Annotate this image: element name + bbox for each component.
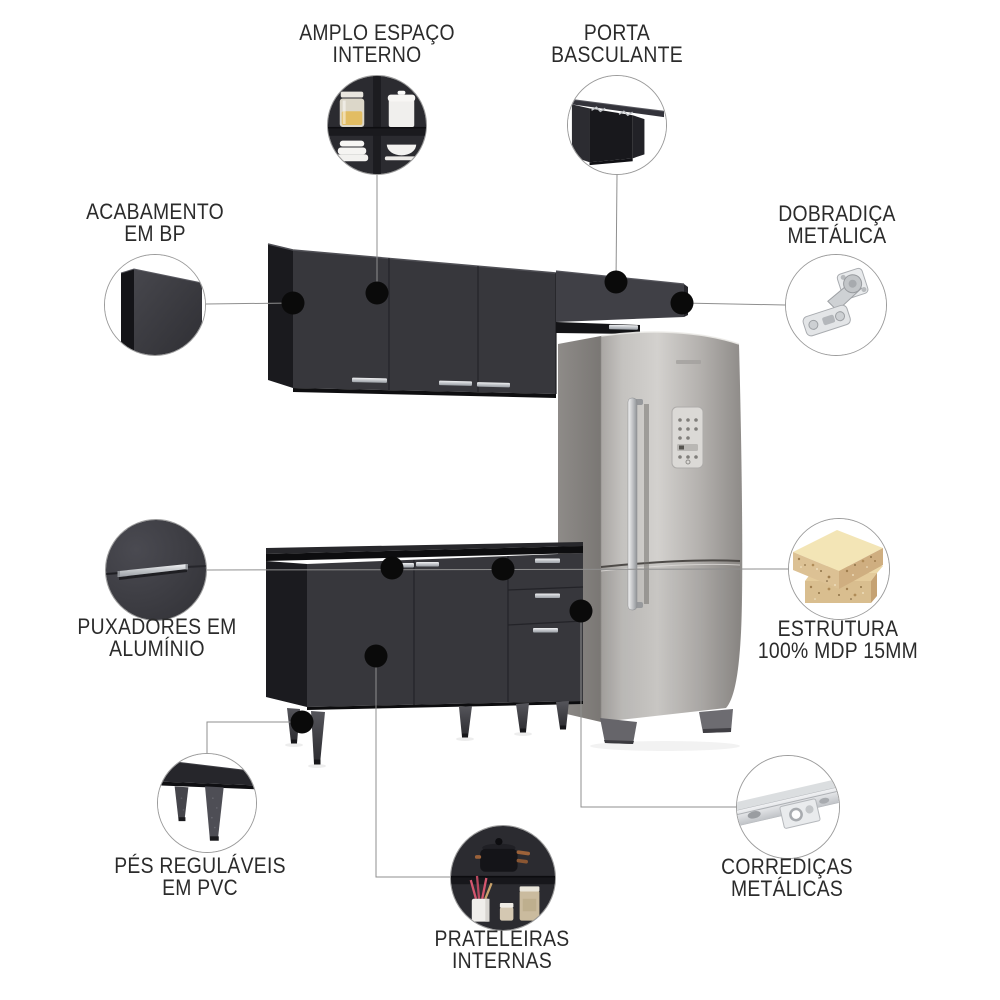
callout-label-dobradica: DOBRADIÇA METÁLICA: [778, 201, 896, 248]
callout-circle-corredicas: [736, 755, 840, 859]
cabinet-interior-icon: [328, 76, 426, 174]
callout-anchor-dots: [281, 270, 694, 734]
callout-circle-amplo-espaco: [327, 75, 427, 175]
connector-corredicas: [580, 610, 736, 808]
fridge-handle: [627, 397, 638, 611]
metal-hinge-icon: [786, 255, 886, 355]
connector-porta-basculante: [615, 174, 618, 283]
anchor-acabamento: [281, 291, 305, 315]
anchor-corredicas: [569, 599, 593, 623]
callout-label-porta-basculante: PORTA BASCULANTE: [551, 20, 683, 67]
anchor-porta-basculante: [604, 270, 628, 294]
callout-label-pes: PÉS REGULÁVEIS EM PVC: [114, 853, 286, 900]
particle-speckles: [797, 556, 876, 600]
callout-circle-estrutura: [788, 518, 890, 620]
anchor-prateleiras: [364, 644, 388, 668]
anchor-pes: [290, 710, 314, 734]
anchor-puxadores: [380, 556, 404, 580]
anchor-estrutura: [491, 557, 515, 581]
callout-circle-prateleiras: [450, 825, 556, 931]
callout-label-puxadores: PUXADORES EM ALUMÍNIO: [77, 614, 237, 661]
connector-prateleiras: [375, 656, 450, 878]
anchor-amplo-espaco: [365, 281, 389, 305]
callout-label-estrutura: ESTRUTURA 100% MDP 15MM: [757, 616, 919, 663]
callout-label-acabamento: ACABAMENTO EM BP: [86, 199, 224, 246]
callout-label-prateleiras: PRATELEIRAS INTERNAS: [434, 926, 570, 973]
fridge-control-panel: [671, 406, 704, 469]
metal-drawer-slide-icon: [737, 756, 839, 858]
callout-circle-puxadores: [105, 519, 207, 621]
internal-shelves-icon: [451, 826, 555, 930]
flip-door-icon: [568, 76, 666, 174]
callout-label-corredicas: CORREDIÇAS METÁLICAS: [721, 854, 853, 901]
callout-circle-pes: [157, 753, 257, 853]
cabinet-legs: [285, 701, 569, 768]
connector-pes: [206, 721, 302, 754]
connector-dobradica: [681, 302, 786, 306]
base-cabinet: [266, 542, 584, 768]
mdp-board-icon: [789, 519, 889, 619]
callout-circle-dobradica: [785, 254, 887, 356]
callout-circle-porta-basculante: [567, 75, 667, 175]
bp-finish-panel-icon: [105, 255, 205, 355]
aluminum-handle-icon: [106, 520, 206, 620]
adjustable-feet-icon: [158, 754, 256, 852]
fridge-brand-mark: [676, 360, 701, 364]
callout-circle-acabamento: [104, 254, 206, 356]
wall-cabinet: [267, 243, 688, 398]
connector-acabamento: [205, 302, 294, 305]
callout-label-amplo-espaco: AMPLO ESPAÇO INTERNO: [299, 20, 455, 67]
refrigerator: [558, 331, 743, 751]
anchor-dobradica: [670, 291, 694, 315]
